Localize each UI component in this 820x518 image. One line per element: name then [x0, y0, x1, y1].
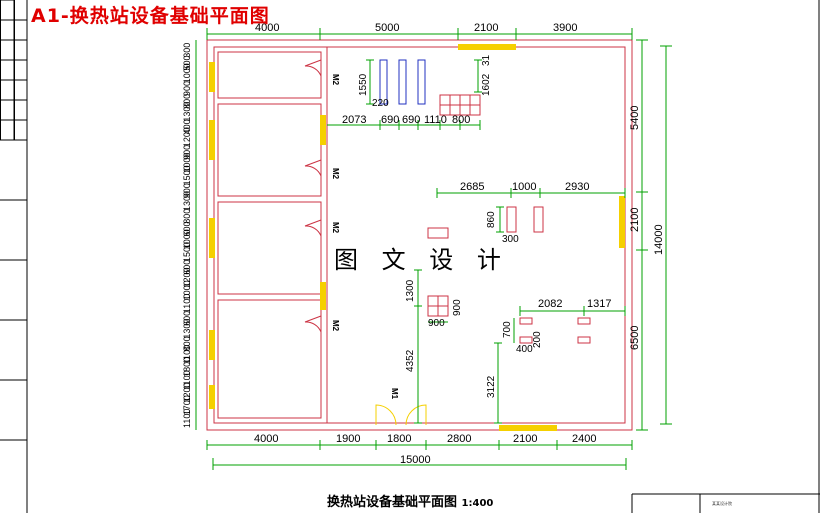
dim-800: 800	[452, 114, 470, 126]
dim-bottom-total: 15000	[400, 454, 431, 466]
door-label-m2d: M2	[331, 320, 340, 332]
dimension-lines	[195, 28, 672, 470]
dim-left-10: 1000	[182, 153, 192, 173]
door-label-m1: M1	[390, 388, 399, 400]
dim-left-2: 500	[182, 56, 192, 71]
drawing-title-top: A1-换热站设备基础平面图	[31, 5, 270, 27]
dim-2930: 2930	[565, 181, 589, 193]
dim-bottom-5: 2100	[513, 433, 537, 445]
dim-2082: 2082	[538, 298, 562, 310]
dim-1300: 1300	[405, 279, 416, 302]
dim-690-b: 690	[402, 114, 420, 126]
door-label-m2b: M2	[331, 168, 340, 180]
dim-bottom-6: 2400	[572, 433, 596, 445]
dim-left-6: 1300	[182, 102, 192, 122]
dim-bottom-2: 1900	[336, 433, 360, 445]
dim-2073: 2073	[342, 114, 366, 126]
building-walls	[206, 39, 633, 431]
dim-bottom-1: 4000	[254, 433, 278, 445]
dim-left-25: 1100	[182, 345, 192, 364]
dim-right-3: 6500	[629, 326, 641, 350]
dim-1550: 1550	[358, 73, 369, 96]
dim-left-24: 800	[182, 336, 192, 351]
dim-left-21: 1100	[182, 294, 192, 313]
dim-1317: 1317	[587, 298, 611, 310]
dim-left-22: 600	[182, 311, 192, 326]
drawing-scale: 1:400	[461, 498, 494, 509]
dim-left-3: 1000	[182, 63, 192, 83]
dim-300: 300	[502, 234, 519, 245]
dim-left-12: 900	[182, 183, 192, 198]
dim-top-2: 5000	[375, 22, 399, 34]
dim-left-stack: 3005001000900800130040012009001000150090…	[182, 43, 192, 428]
dim-left-15: 600	[182, 221, 192, 236]
dim-690-a: 690	[381, 114, 399, 126]
dim-2685: 2685	[460, 181, 484, 193]
dim-left-29: 1700	[182, 395, 192, 415]
dim-1602: 1602	[481, 73, 492, 96]
door-label-m2a: M2	[331, 74, 340, 86]
dim-top-3: 2100	[474, 22, 498, 34]
dim-1000: 1000	[512, 181, 536, 193]
dim-top-1: 4000	[255, 22, 279, 34]
dim-left-13: 1300	[182, 191, 192, 211]
dim-left-17: 1500	[182, 242, 192, 262]
dim-900-horizontal: 900	[428, 318, 445, 329]
dim-1110: 1110	[424, 114, 447, 126]
dim-right-total: 14000	[653, 224, 665, 255]
dim-3122: 3122	[486, 375, 497, 398]
dim-left-26: 1800	[182, 357, 192, 377]
drawing-title-bottom-text: 换热站设备基础平面图	[327, 495, 458, 510]
dim-left-28: 1200	[182, 382, 192, 402]
dim-left-20: 1000	[182, 280, 192, 300]
doors	[304, 59, 427, 426]
dim-left-11: 1500	[182, 165, 192, 185]
dim-220: 220	[372, 98, 389, 109]
watermark-text: 图 文 设 计	[334, 246, 509, 274]
dim-left-8: 1200	[182, 127, 192, 147]
dim-left-9: 900	[182, 145, 192, 160]
dim-left-23: 1300	[182, 319, 192, 339]
door-label-m2c: M2	[331, 222, 340, 234]
dim-bottom-3: 1800	[387, 433, 411, 445]
dim-700: 700	[502, 321, 513, 338]
dim-left-27: 1100	[182, 370, 192, 389]
dim-left-4: 900	[182, 81, 192, 96]
title-block-stamp: 某某设计院	[712, 501, 732, 506]
dim-left-19: 1200	[182, 268, 192, 288]
dim-200: 200	[532, 331, 543, 348]
dim-right-2: 2100	[629, 208, 641, 232]
dim-left-18: 600	[182, 260, 192, 275]
dim-900-vertical: 900	[452, 299, 463, 316]
windows	[209, 44, 625, 431]
dim-bottom-4: 2800	[447, 433, 471, 445]
dim-left-5: 800	[182, 94, 192, 109]
dim-left-7: 400	[182, 119, 192, 134]
dim-31: 31	[481, 54, 492, 66]
dim-right-1: 5400	[629, 106, 641, 130]
equipment-foundations	[379, 59, 591, 344]
dim-left-30: 1100	[182, 409, 192, 428]
dim-left-1: 300	[182, 43, 192, 58]
dim-left-16: 1000	[182, 229, 192, 249]
dim-left-14: 800	[182, 209, 192, 224]
drawing-title-bottom: 换热站设备基础平面图 1:400	[327, 491, 493, 510]
dim-400: 400	[516, 344, 533, 355]
dim-4352: 4352	[405, 349, 416, 372]
dim-top-4: 3900	[553, 22, 577, 34]
dim-860: 860	[486, 211, 497, 228]
